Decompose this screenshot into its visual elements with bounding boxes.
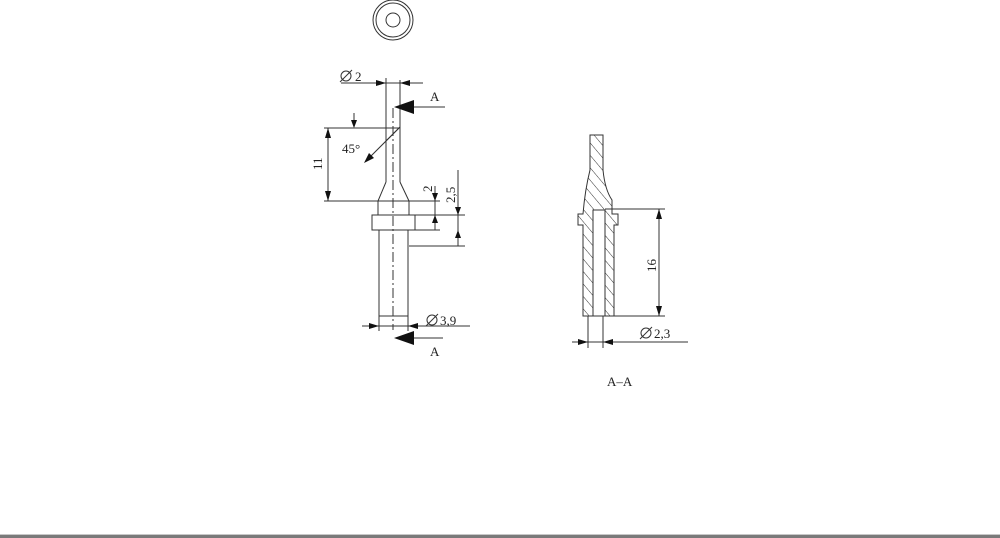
- label-section-title: A–A: [607, 374, 633, 389]
- front-view: [324, 69, 470, 345]
- label-section-a-top: A: [430, 89, 440, 104]
- label-height-2: 2: [420, 186, 435, 193]
- section-view: [572, 134, 688, 348]
- label-section-a-bottom: A: [430, 344, 440, 359]
- label-length-11: 11: [310, 157, 325, 170]
- label-bore-depth-16: 16: [644, 259, 659, 273]
- label-bore-diameter: 2,3: [654, 326, 670, 341]
- bottom-border-light: [0, 534, 1000, 535]
- bottom-border: [0, 535, 1000, 538]
- label-height-2-5: 2,5: [443, 187, 458, 203]
- label-angle: 45°: [342, 141, 360, 156]
- top-view: [372, 0, 414, 41]
- label-tip-diameter: 2: [355, 69, 362, 84]
- label-shank-diameter: 3,9: [440, 313, 456, 328]
